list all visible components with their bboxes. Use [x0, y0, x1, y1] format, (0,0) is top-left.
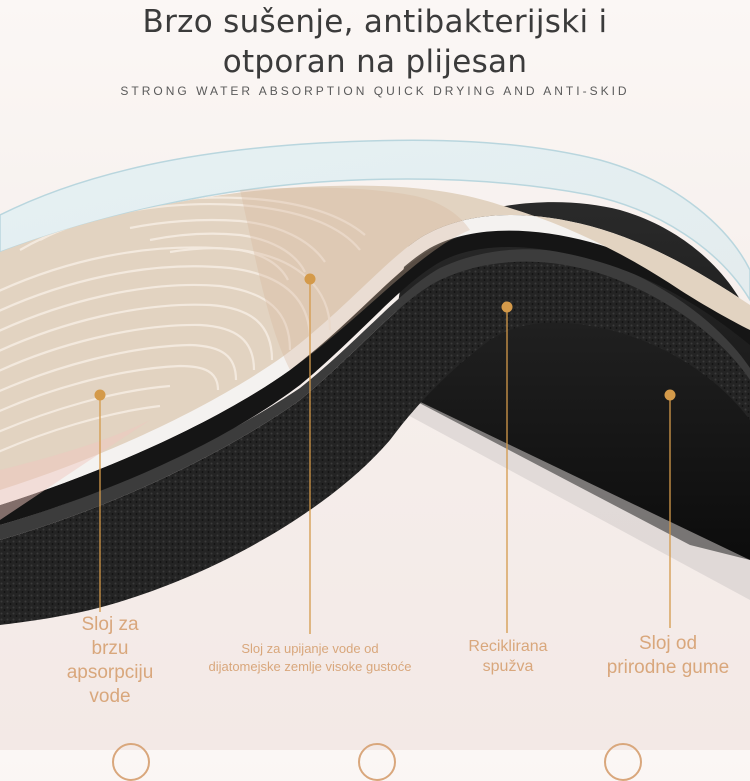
label-quick-absorption-layer: Sloj za brzu apsorpciju vode	[40, 613, 180, 709]
label-line: Reciklirana	[468, 638, 548, 655]
subtitle: STRONG WATER ABSORPTION QUICK DRYING AND…	[120, 84, 630, 98]
label-line: prirodne gume	[606, 657, 730, 678]
rubber-layer-shade	[380, 385, 750, 600]
mat-front-edge	[0, 229, 750, 525]
label-line: brzu	[91, 638, 129, 659]
label-natural-rubber-layer: Sloj od prirodne gume	[588, 632, 748, 680]
marker-dot-4	[664, 389, 676, 401]
label-recycled-sponge: Reciklirana spužva	[448, 637, 568, 677]
sponge-layer	[0, 261, 750, 625]
separator-layer	[0, 214, 750, 505]
marker-dot-1	[94, 389, 106, 401]
transparent-film	[0, 139, 750, 302]
label-line: apsorpciju	[66, 662, 154, 683]
label-line: Sloj od	[638, 633, 698, 654]
label-line: Sloj za upijanje vode od	[241, 641, 379, 656]
diatomite-shading	[240, 187, 470, 370]
sponge-top-shine	[0, 249, 750, 540]
label-line: Sloj za	[81, 614, 139, 635]
wave-texture	[0, 196, 366, 461]
label-line: spužva	[482, 658, 534, 675]
label-line: vode	[89, 686, 131, 707]
title-line-2: otporan na plijesan	[222, 44, 528, 80]
title-line-1: Brzo sušenje, antibakterijski i	[142, 4, 608, 40]
decorative-circle	[358, 743, 396, 781]
page-title: Brzo sušenje, antibakterijski i otporan …	[0, 2, 750, 82]
label-line: dijatomejske zemlje visoke gustoće	[208, 659, 412, 674]
mat-layers-illustration	[0, 139, 750, 634]
label-diatomite-layer: Sloj za upijanje vode od dijatomejske ze…	[190, 640, 430, 676]
marker-dot-2	[304, 273, 316, 285]
edge-glow	[0, 420, 150, 520]
decorative-circle	[112, 743, 150, 781]
diatomite-layer	[0, 185, 750, 490]
decorative-circle	[604, 743, 642, 781]
marker-dot-3	[501, 301, 513, 313]
